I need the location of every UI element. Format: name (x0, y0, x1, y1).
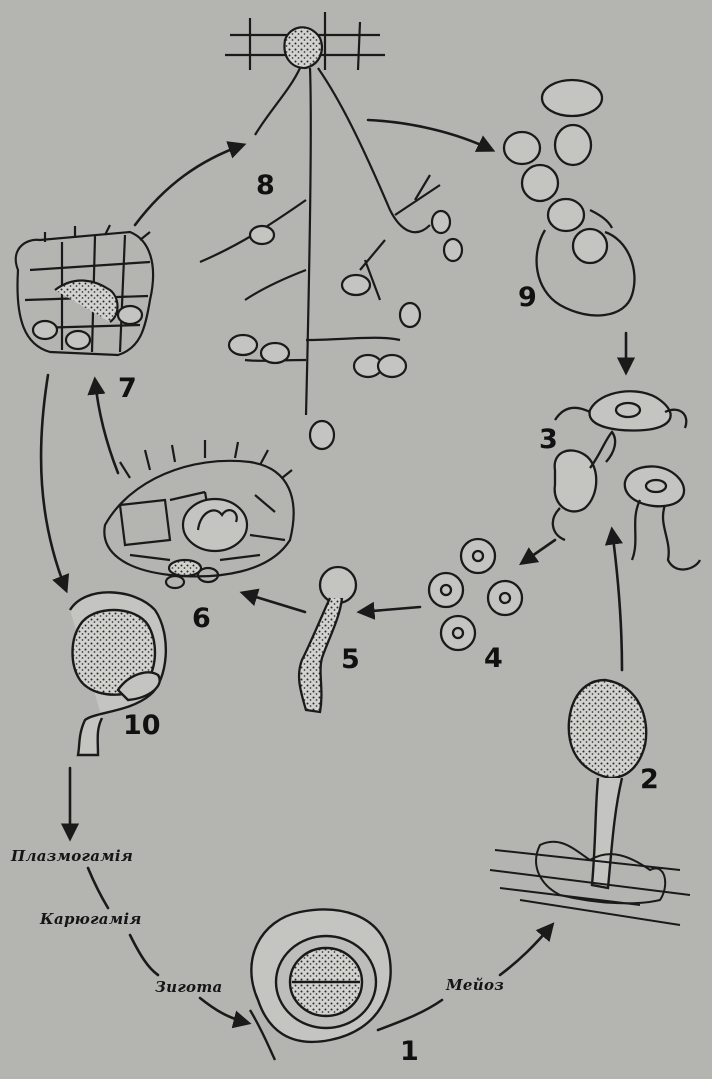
stage-number-9: 9 (518, 284, 537, 311)
stage-number-3: 3 (539, 426, 558, 453)
arrow-8-to-9 (368, 120, 492, 150)
arrow-6-to-7 (95, 380, 118, 473)
arrow-karyogamy-to-zygote (130, 935, 158, 975)
label-zygote: Зигота (155, 980, 223, 995)
arrow-zygote-to-1 (200, 998, 248, 1023)
arrow-2-to-3 (612, 530, 622, 670)
arrow-1-to-meiosis (378, 1000, 442, 1030)
stage-number-7: 7 (118, 375, 137, 402)
sporangiophore (200, 12, 462, 449)
zygote-spore (250, 910, 391, 1060)
stage-number-6: 6 (192, 605, 211, 632)
label-karyogamy: Карюгамія (40, 912, 142, 927)
arrow-4-to-5 (360, 607, 420, 612)
arrow-plasmogamy-to-karyogamy (88, 868, 108, 908)
cysts (429, 539, 522, 650)
host-cells-with-mycelium (16, 225, 153, 355)
stage-number-2: 2 (640, 766, 659, 793)
sporangium (490, 680, 690, 925)
stage-number-5: 5 (341, 646, 360, 673)
label-meiosis: Мейоз (446, 978, 504, 993)
arrow-7-to-10 (41, 375, 66, 590)
stage-number-1: 1 (400, 1038, 419, 1065)
arrow-7-to-8 (135, 145, 243, 225)
stage-number-8: 8 (256, 172, 275, 199)
stage-number-4: 4 (484, 645, 503, 672)
germ-tube (299, 567, 356, 712)
arrow-5-to-6 (243, 593, 305, 612)
zoospores (553, 391, 700, 569)
infected-tissue (104, 440, 293, 588)
stage-number-10: 10 (123, 712, 161, 739)
label-plasmogamy: Плазмогамія (11, 849, 133, 864)
arrow-meiosis-to-2 (500, 925, 552, 975)
spore-release (504, 80, 634, 315)
arrow-3-to-4 (522, 540, 555, 563)
